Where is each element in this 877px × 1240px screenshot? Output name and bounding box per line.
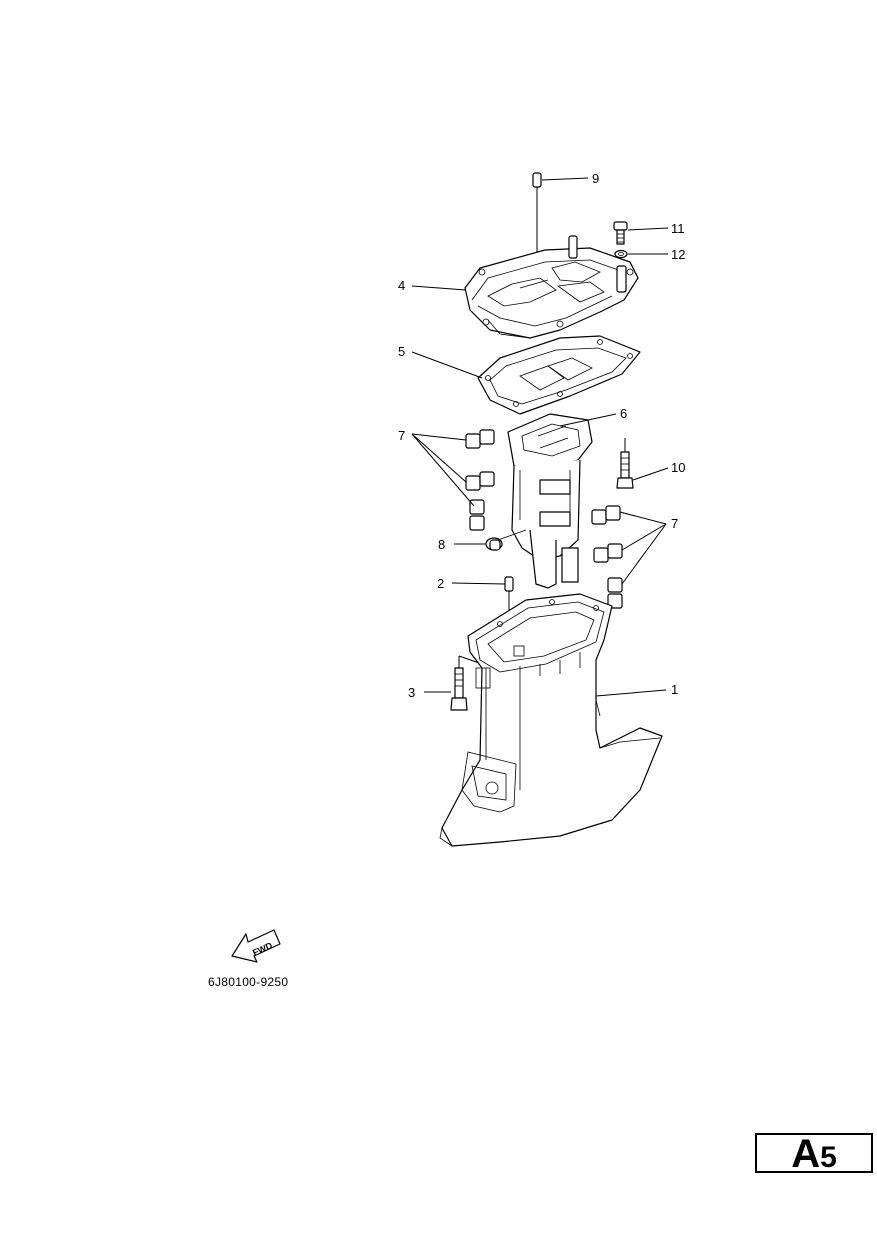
callout-5: 5 [398, 344, 405, 359]
callout-8: 8 [438, 537, 445, 552]
part-10-bolt [616, 438, 634, 489]
callout-6: 6 [620, 406, 627, 421]
page-marker-number: 5 [820, 1141, 837, 1174]
callout-7-left: 7 [398, 428, 405, 443]
callout-4: 4 [398, 278, 405, 293]
page-marker: A5 [755, 1132, 873, 1176]
callout-1: 1 [671, 682, 678, 697]
part-11-bolt [613, 221, 628, 245]
part-number-code: 6J80100-9250 [208, 975, 289, 989]
part-3-bolt [450, 655, 483, 711]
page-marker-letter: A [791, 1132, 821, 1176]
part-5-gasket [477, 335, 641, 415]
fwd-arrow-icon: FWD [231, 929, 281, 963]
callout-3: 3 [408, 685, 415, 700]
part-4-upper-casing [464, 235, 639, 339]
callout-12: 12 [671, 247, 685, 262]
part-7-rubber-mounts-right [591, 505, 623, 609]
part-6-exhaust-guide [507, 413, 593, 589]
part-9-dowel-pin [532, 172, 542, 262]
leader-lines [411, 177, 669, 697]
callout-9: 9 [592, 171, 599, 186]
part-7-rubber-mounts-left [465, 429, 495, 531]
callout-11: 11 [671, 221, 685, 236]
callout-2: 2 [437, 576, 444, 591]
callout-7-right: 7 [671, 516, 678, 531]
part-8-plug [485, 529, 527, 551]
part-1-drive-shaft-housing [439, 593, 663, 847]
callout-10: 10 [671, 460, 685, 475]
